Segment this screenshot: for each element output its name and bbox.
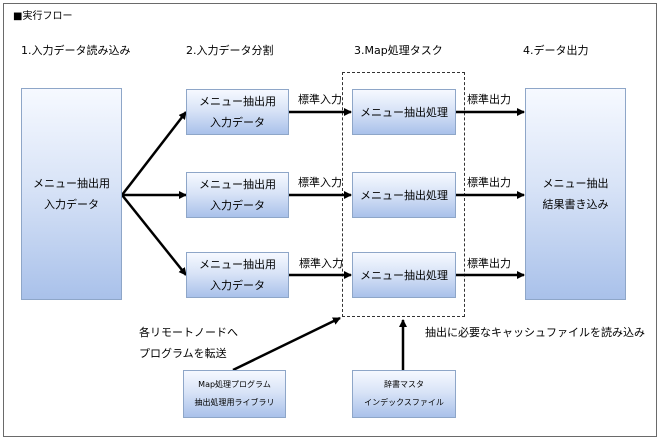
program-box-line1: Map処理プログラム	[198, 380, 271, 389]
step-1-label: 1.入力データ読み込み	[21, 44, 131, 57]
std-out-label-1: 標準出力	[467, 93, 511, 106]
process-box-3-label: メニュー抽出処理	[360, 268, 448, 282]
transfer-note-line2: プログラムを転送	[139, 347, 227, 360]
std-in-label-1: 標準入力	[298, 93, 342, 106]
process-box-2: メニュー抽出処理	[352, 172, 456, 218]
split-data-box-1: メニュー抽出用 入力データ	[186, 89, 289, 135]
output-box: メニュー抽出 結果書き込み	[525, 88, 626, 300]
transfer-note-line1: 各リモートノードへ	[139, 326, 238, 339]
dictionary-box-line1: 辞書マスタ	[384, 380, 424, 389]
split-data-box-2-line1: メニュー抽出用	[199, 178, 276, 191]
diagram-frame	[3, 3, 657, 437]
step-3-label: 3.Map処理タスク	[354, 44, 443, 57]
dictionary-box-line2: インデックスファイル	[364, 398, 444, 407]
step-2-label: 2.入力データ分割	[186, 44, 274, 57]
arrow-input-to-split-1	[121, 111, 187, 196]
split-data-box-2-line2: 入力データ	[210, 199, 265, 212]
step-4-label: 4.データ出力	[523, 44, 589, 57]
std-out-label-2: 標準出力	[467, 176, 511, 189]
process-box-3: メニュー抽出処理	[352, 252, 456, 298]
program-box: Map処理プログラム 抽出処理用ライブラリ	[183, 370, 286, 418]
std-out-label-3: 標準出力	[467, 257, 511, 270]
process-box-2-label: メニュー抽出処理	[360, 188, 448, 202]
program-box-line2: 抽出処理用ライブラリ	[194, 398, 275, 407]
arrow-program-transfer	[232, 316, 341, 372]
cache-note: 抽出に必要なキャッシュファイルを読み込み	[425, 326, 645, 339]
std-in-label-2: 標準入力	[298, 176, 342, 189]
split-data-box-2: メニュー抽出用 入力データ	[186, 172, 289, 218]
arrow-input-to-split-3	[121, 194, 187, 276]
process-box-1-label: メニュー抽出処理	[360, 105, 448, 119]
std-in-label-3: 標準入力	[299, 257, 343, 270]
split-data-box-1-line1: メニュー抽出用	[199, 95, 276, 108]
split-data-box-1-line2: 入力データ	[210, 116, 265, 129]
split-data-box-3: メニュー抽出用 入力データ	[186, 252, 289, 298]
split-data-box-3-line1: メニュー抽出用	[199, 258, 276, 271]
output-box-line2: 結果書き込み	[542, 198, 609, 211]
input-data-box: メニュー抽出用 入力データ	[21, 88, 122, 300]
input-data-line2: 入力データ	[44, 198, 99, 211]
dictionary-box: 辞書マスタ インデックスファイル	[352, 370, 456, 418]
output-box-line1: メニュー抽出	[542, 177, 609, 190]
split-data-box-3-line2: 入力データ	[210, 279, 265, 292]
process-box-1: メニュー抽出処理	[352, 89, 456, 135]
diagram-title: ■実行フロー	[13, 11, 73, 22]
input-data-line1: メニュー抽出用	[33, 177, 110, 190]
